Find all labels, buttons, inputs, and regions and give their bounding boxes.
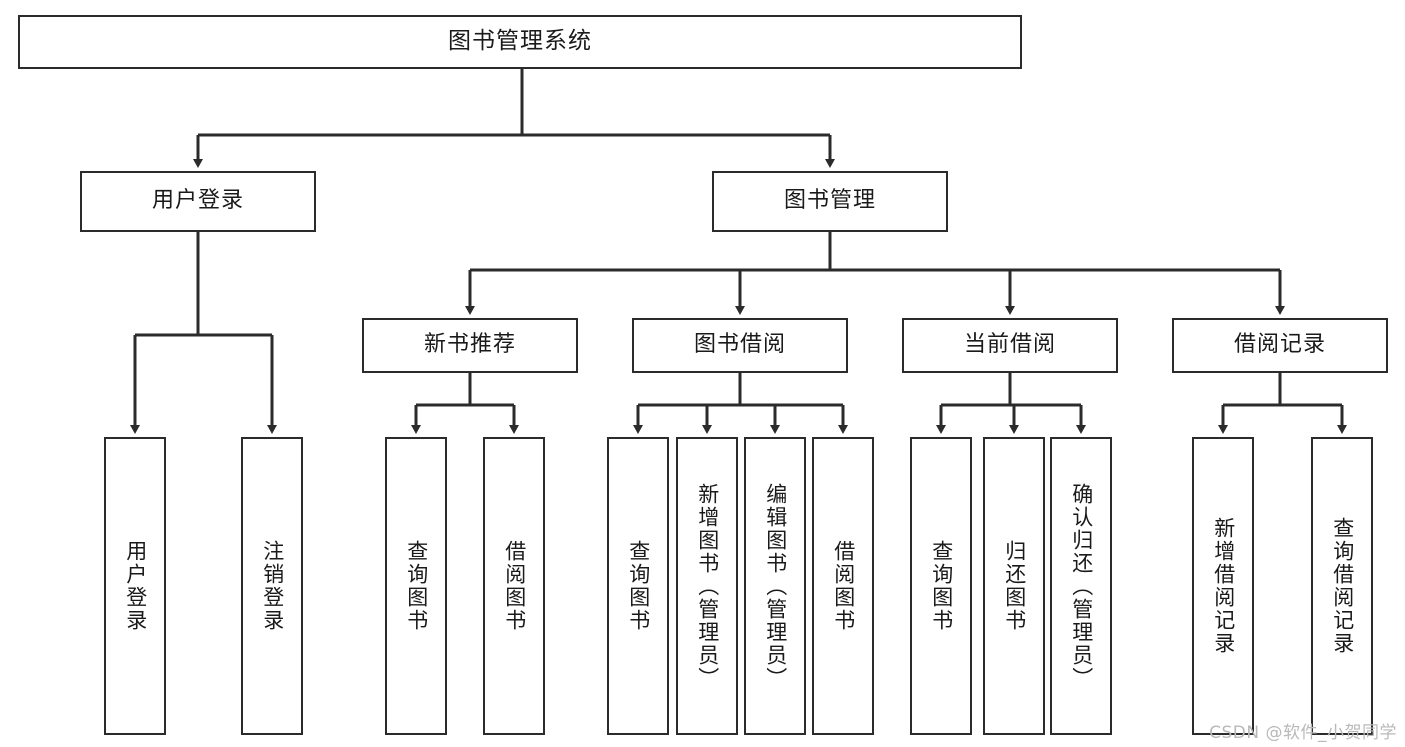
node-label: 用户登录 bbox=[123, 540, 148, 632]
node-root[interactable]: 图书管理系统 bbox=[18, 15, 1022, 69]
node-leaf-query-book-3[interactable]: 查询图书 bbox=[910, 437, 972, 735]
node-leaf-user-login[interactable]: 用户登录 bbox=[104, 437, 166, 735]
node-label: 图书借阅 bbox=[693, 332, 786, 358]
node-leaf-borrow-book-1[interactable]: 借阅图书 bbox=[483, 437, 545, 735]
node-leaf-confirm-return[interactable]: 确认归还（管理员） bbox=[1050, 437, 1112, 735]
node-user-login[interactable]: 用户登录 bbox=[80, 171, 316, 232]
node-borrow-record[interactable]: 借阅记录 bbox=[1172, 318, 1388, 373]
node-book-borrow[interactable]: 图书借阅 bbox=[632, 318, 848, 373]
node-label: 新增借阅记录 bbox=[1211, 517, 1236, 655]
node-label: 查询图书 bbox=[626, 540, 651, 632]
node-label: 当前借阅 bbox=[963, 332, 1056, 358]
node-leaf-edit-book[interactable]: 编辑图书（管理员） bbox=[744, 437, 806, 735]
node-current-borrow[interactable]: 当前借阅 bbox=[902, 318, 1118, 373]
node-label: 图书管理 bbox=[783, 188, 876, 214]
node-label: 借阅图书 bbox=[831, 540, 856, 632]
node-leaf-add-record[interactable]: 新增借阅记录 bbox=[1192, 437, 1254, 735]
node-label: 确认归还（管理员） bbox=[1069, 482, 1094, 690]
node-leaf-query-book-2[interactable]: 查询图书 bbox=[607, 437, 669, 735]
node-label: 编辑图书（管理员） bbox=[763, 482, 788, 690]
connector-group bbox=[130, 69, 1347, 434]
node-label: 注销登录 bbox=[260, 540, 285, 632]
node-label: 借阅记录 bbox=[1233, 332, 1326, 358]
node-new-book-rec[interactable]: 新书推荐 bbox=[362, 318, 578, 373]
node-label: 新书推荐 bbox=[423, 332, 516, 358]
node-label: 归还图书 bbox=[1002, 540, 1027, 632]
node-leaf-query-record[interactable]: 查询借阅记录 bbox=[1311, 437, 1373, 735]
node-leaf-return-book[interactable]: 归还图书 bbox=[983, 437, 1045, 735]
node-leaf-query-book-1[interactable]: 查询图书 bbox=[385, 437, 447, 735]
node-label: 借阅图书 bbox=[502, 540, 527, 632]
node-leaf-add-book[interactable]: 新增图书（管理员） bbox=[676, 437, 738, 735]
node-book-manage[interactable]: 图书管理 bbox=[712, 171, 948, 232]
node-label: 查询图书 bbox=[404, 540, 429, 632]
node-label: 用户登录 bbox=[151, 188, 244, 214]
node-label: 查询借阅记录 bbox=[1330, 517, 1355, 655]
node-leaf-borrow-book-2[interactable]: 借阅图书 bbox=[812, 437, 874, 735]
node-leaf-logout[interactable]: 注销登录 bbox=[241, 437, 303, 735]
node-label: 图书管理系统 bbox=[448, 28, 592, 55]
node-label: 查询图书 bbox=[929, 540, 954, 632]
node-label: 新增图书（管理员） bbox=[695, 482, 720, 690]
